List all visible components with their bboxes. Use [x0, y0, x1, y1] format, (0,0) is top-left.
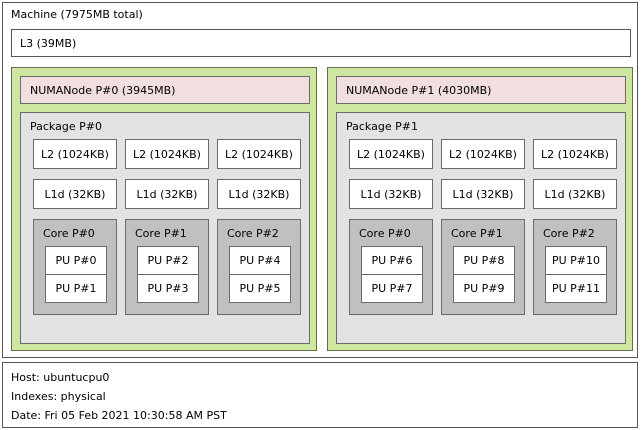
package-label-0: Package P#0 [30, 120, 102, 133]
core-label-0-0: Core P#0 [43, 227, 95, 240]
pu-label-0-1-0: PU P#2 [147, 254, 189, 267]
numa-group-0[interactable]: NUMANode P#0 (3945MB) Package P#0 L2 (10… [11, 67, 317, 351]
l2-cache-box-0-2[interactable]: L2 (1024KB) [217, 139, 301, 169]
pu-box-0-1-1[interactable]: PU P#3 [137, 274, 199, 303]
pu-label-1-0-0: PU P#6 [371, 254, 413, 267]
l1d-cache-label-1-0: L1d (32KB) [360, 188, 422, 201]
l1d-cache-box-0-1[interactable]: L1d (32KB) [125, 179, 209, 209]
l2-cache-label-0-2: L2 (1024KB) [225, 148, 293, 161]
core-box-1-1[interactable]: Core P#1 PU P#8 PU P#9 [441, 219, 525, 315]
machine-title: Machine (7975MB total) [11, 8, 143, 21]
pu-box-1-2-1[interactable]: PU P#11 [545, 274, 607, 303]
package-label-1: Package P#1 [346, 120, 418, 133]
pu-box-0-0-0[interactable]: PU P#0 [45, 246, 107, 275]
l1d-cache-label-0-0: L1d (32KB) [44, 188, 106, 201]
pu-box-1-0-1[interactable]: PU P#7 [361, 274, 423, 303]
numanode-label-0: NUMANode P#0 (3945MB) [30, 84, 176, 97]
pu-box-1-1-1[interactable]: PU P#9 [453, 274, 515, 303]
l1d-cache-box-0-2[interactable]: L1d (32KB) [217, 179, 301, 209]
l1d-cache-box-1-2[interactable]: L1d (32KB) [533, 179, 617, 209]
l2-cache-label-0-1: L2 (1024KB) [133, 148, 201, 161]
core-label-1-1: Core P#1 [451, 227, 503, 240]
core-label-1-2: Core P#2 [543, 227, 595, 240]
l2-cache-label-1-0: L2 (1024KB) [357, 148, 425, 161]
pu-box-1-2-0[interactable]: PU P#10 [545, 246, 607, 275]
l1d-cache-box-0-0[interactable]: L1d (32KB) [33, 179, 117, 209]
numa-group-1[interactable]: NUMANode P#1 (4030MB) Package P#1 L2 (10… [327, 67, 633, 351]
l2-cache-box-1-1[interactable]: L2 (1024KB) [441, 139, 525, 169]
core-label-0-1: Core P#1 [135, 227, 187, 240]
footer-host: Host: ubuntucpu0 [11, 371, 110, 384]
l1d-cache-box-1-1[interactable]: L1d (32KB) [441, 179, 525, 209]
numanode-box-0[interactable]: NUMANode P#0 (3945MB) [20, 76, 310, 104]
core-label-0-2: Core P#2 [227, 227, 279, 240]
pu-label-1-1-0: PU P#8 [463, 254, 505, 267]
pu-label-1-0-1: PU P#7 [371, 282, 413, 295]
pu-box-0-1-0[interactable]: PU P#2 [137, 246, 199, 275]
core-box-1-0[interactable]: Core P#0 PU P#6 PU P#7 [349, 219, 433, 315]
core-box-0-2[interactable]: Core P#2 PU P#4 PU P#5 [217, 219, 301, 315]
numanode-box-1[interactable]: NUMANode P#1 (4030MB) [336, 76, 626, 104]
l3-cache-label: L3 (39MB) [20, 37, 77, 50]
pu-box-1-0-0[interactable]: PU P#6 [361, 246, 423, 275]
core-box-1-2[interactable]: Core P#2 PU P#10 PU P#11 [533, 219, 617, 315]
pu-box-0-2-0[interactable]: PU P#4 [229, 246, 291, 275]
footer-indexes: Indexes: physical [11, 390, 106, 403]
pu-box-1-1-0[interactable]: PU P#8 [453, 246, 515, 275]
l2-cache-label-1-2: L2 (1024KB) [541, 148, 609, 161]
core-label-1-0: Core P#0 [359, 227, 411, 240]
l2-cache-box-0-0[interactable]: L2 (1024KB) [33, 139, 117, 169]
pu-box-0-0-1[interactable]: PU P#1 [45, 274, 107, 303]
package-box-0[interactable]: Package P#0 L2 (1024KB) L2 (1024KB) L2 (… [20, 112, 310, 344]
pu-label-0-2-0: PU P#4 [239, 254, 281, 267]
pu-label-1-2-1: PU P#11 [551, 282, 601, 295]
l2-cache-box-0-1[interactable]: L2 (1024KB) [125, 139, 209, 169]
pu-label-0-1-1: PU P#3 [147, 282, 189, 295]
pu-label-1-2-0: PU P#10 [551, 254, 601, 267]
l2-cache-box-1-0[interactable]: L2 (1024KB) [349, 139, 433, 169]
machine-box: Machine (7975MB total) L3 (39MB) NUMANod… [2, 2, 638, 358]
core-box-0-1[interactable]: Core P#1 PU P#2 PU P#3 [125, 219, 209, 315]
l2-cache-label-0-0: L2 (1024KB) [41, 148, 109, 161]
l2-cache-box-1-2[interactable]: L2 (1024KB) [533, 139, 617, 169]
pu-label-0-0-1: PU P#1 [55, 282, 97, 295]
l2-cache-label-1-1: L2 (1024KB) [449, 148, 517, 161]
l1d-cache-label-0-2: L1d (32KB) [228, 188, 290, 201]
l1d-cache-box-1-0[interactable]: L1d (32KB) [349, 179, 433, 209]
l1d-cache-label-0-1: L1d (32KB) [136, 188, 198, 201]
core-box-0-0[interactable]: Core P#0 PU P#0 PU P#1 [33, 219, 117, 315]
numanode-label-1: NUMANode P#1 (4030MB) [346, 84, 492, 97]
l3-cache-box[interactable]: L3 (39MB) [11, 29, 631, 57]
pu-label-0-2-1: PU P#5 [239, 282, 281, 295]
pu-box-0-2-1[interactable]: PU P#5 [229, 274, 291, 303]
footer-date: Date: Fri 05 Feb 2021 10:30:58 AM PST [11, 409, 227, 422]
package-box-1[interactable]: Package P#1 L2 (1024KB) L2 (1024KB) L2 (… [336, 112, 626, 344]
footer-box: Host: ubuntucpu0 Indexes: physical Date:… [2, 362, 638, 428]
l1d-cache-label-1-1: L1d (32KB) [452, 188, 514, 201]
pu-label-0-0-0: PU P#0 [55, 254, 97, 267]
l1d-cache-label-1-2: L1d (32KB) [544, 188, 606, 201]
pu-label-1-1-1: PU P#9 [463, 282, 505, 295]
